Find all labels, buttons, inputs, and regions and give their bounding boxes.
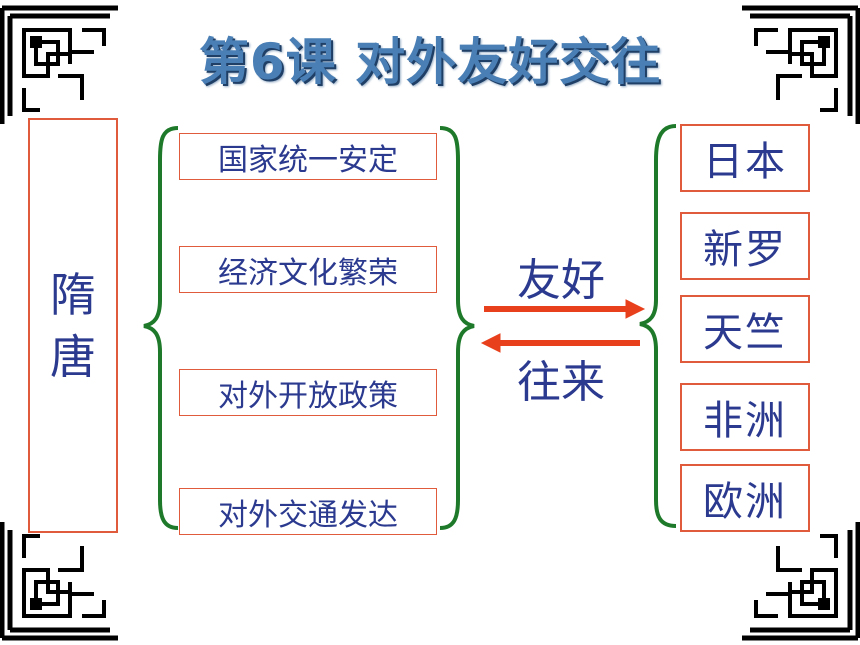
country-box-africa: 非洲 — [680, 383, 810, 451]
page-title: 第6课 对外友好交往 — [198, 33, 662, 91]
right-brace — [639, 124, 677, 528]
country-box-silla: 新罗 — [680, 212, 810, 280]
arrow-right — [484, 299, 646, 319]
arrow-left — [480, 333, 640, 353]
country-box-japan: 日本 — [680, 124, 810, 192]
country-box-tianzhu: 天竺 — [680, 295, 810, 363]
cause-box-3: 对外开放政策 — [179, 369, 437, 416]
cause-box-1: 国家统一安定 — [179, 133, 437, 180]
corner-ornament-bottom-right — [742, 522, 858, 638]
left-brace — [143, 126, 179, 530]
era-box: 隋 唐 — [28, 118, 118, 533]
cause-box-2: 经济文化繁荣 — [179, 246, 437, 293]
exchange-label-top: 友好 — [517, 255, 605, 306]
corner-ornament-bottom-left — [2, 522, 118, 638]
era-char-1: 隋 — [50, 267, 96, 322]
country-box-europe: 欧洲 — [680, 464, 810, 532]
middle-brace — [439, 126, 475, 530]
era-char-2: 唐 — [50, 329, 96, 384]
exchange-label-bottom: 往来 — [517, 357, 605, 408]
cause-box-4: 对外交通发达 — [179, 488, 437, 535]
